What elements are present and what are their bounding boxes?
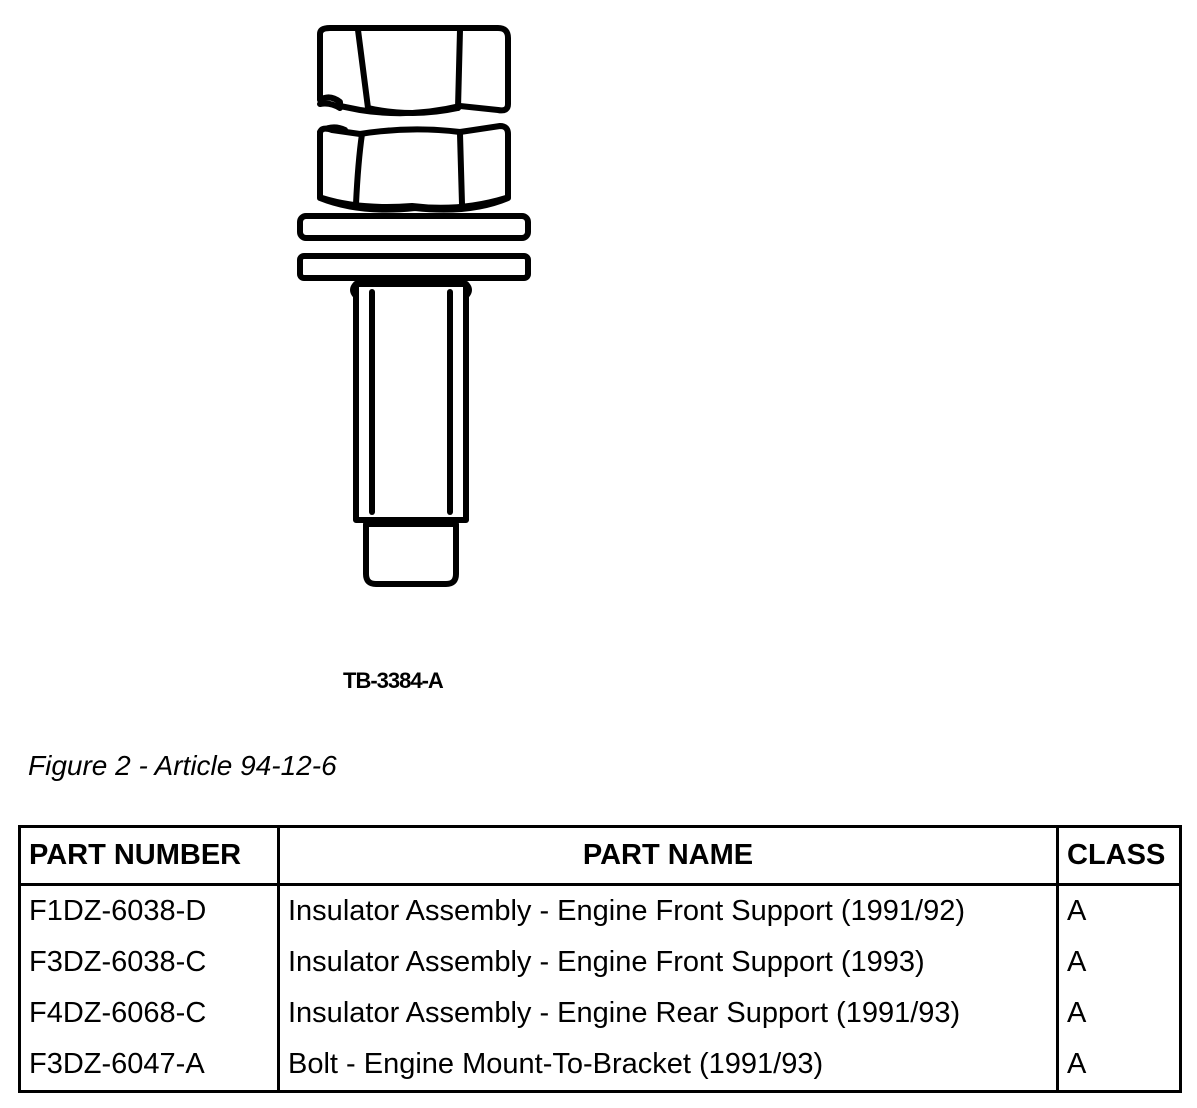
cell-part-number: F4DZ-6068-C	[18, 988, 280, 1039]
cell-class: A	[1056, 883, 1182, 937]
bolt-tip	[363, 521, 459, 587]
cell-part-name: Bolt - Engine Mount-To-Bracket (1991/93)	[277, 1039, 1059, 1092]
table-row: F4DZ-6068-C Insulator Assembly - Engine …	[18, 988, 1182, 1039]
figure-caption: Figure 2 - Article 94-12-6	[28, 750, 337, 781]
hex-head-lower	[317, 123, 511, 213]
figure-label: TB-3384-A	[343, 668, 444, 693]
table-header-row: PART NUMBER PART NAME CLASS	[18, 825, 1182, 886]
cell-part-number: F3DZ-6038-C	[18, 937, 280, 988]
header-part-name: PART NAME	[277, 825, 1059, 886]
bolt-illustration	[297, 25, 531, 587]
flange-washer	[297, 213, 531, 241]
cell-part-name: Insulator Assembly - Engine Front Suppor…	[277, 937, 1059, 988]
cell-class: A	[1056, 1039, 1182, 1092]
cell-part-number: F3DZ-6047-A	[18, 1039, 280, 1092]
header-part-number: PART NUMBER	[18, 825, 280, 886]
header-class: CLASS	[1056, 825, 1182, 886]
table-row: F1DZ-6038-D Insulator Assembly - Engine …	[18, 883, 1182, 937]
table-row: F3DZ-6047-A Bolt - Engine Mount-To-Brack…	[18, 1039, 1182, 1092]
cell-class: A	[1056, 937, 1182, 988]
bolt-shank	[353, 281, 469, 523]
flat-washer	[297, 253, 531, 281]
table-row: F3DZ-6038-C Insulator Assembly - Engine …	[18, 937, 1182, 988]
hex-nut-upper	[317, 25, 511, 117]
cell-part-name: Insulator Assembly - Engine Rear Support…	[277, 988, 1059, 1039]
cell-part-number: F1DZ-6038-D	[18, 883, 280, 937]
parts-table: PART NUMBER PART NAME CLASS F1DZ-6038-D …	[18, 825, 1182, 1093]
cell-class: A	[1056, 988, 1182, 1039]
cell-part-name: Insulator Assembly - Engine Front Suppor…	[277, 883, 1059, 937]
